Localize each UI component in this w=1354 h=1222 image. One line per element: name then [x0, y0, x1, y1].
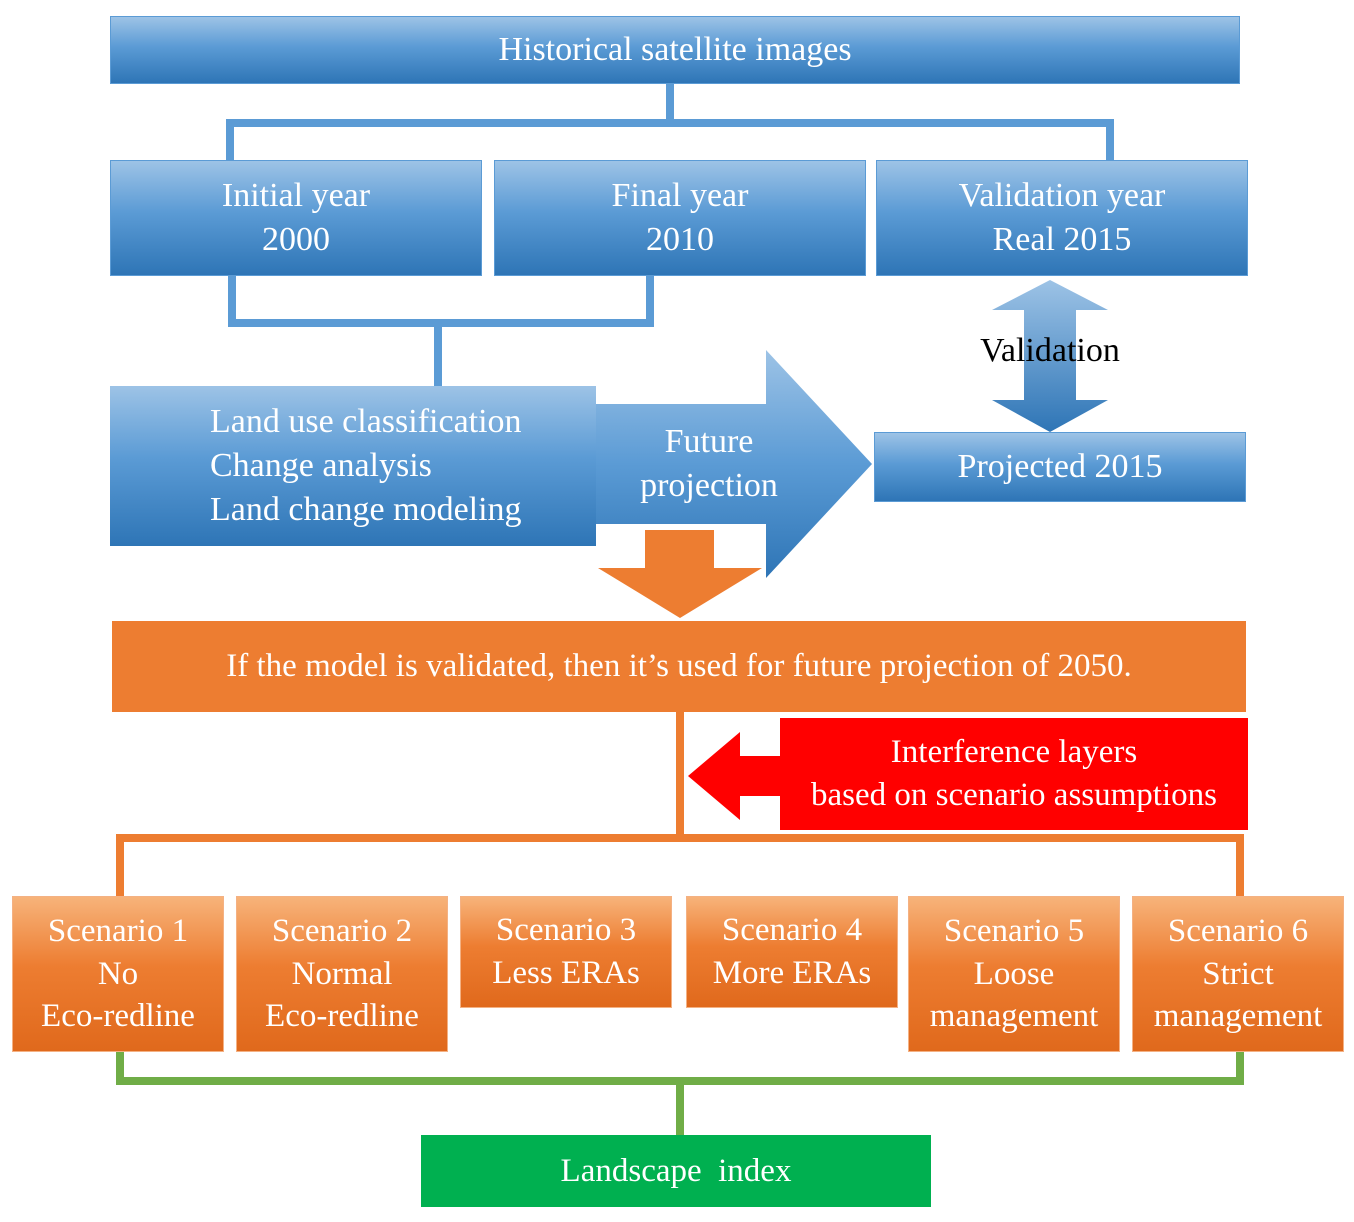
future-projection-arrow: [596, 350, 872, 578]
future-projection-label: Future projection: [604, 420, 814, 508]
orange-down-arrow: [598, 530, 762, 618]
final-year-value: 2010: [646, 221, 714, 258]
validation-year-label: Validation year: [958, 176, 1166, 214]
scenario-6-title: Scenario 6: [1167, 912, 1309, 949]
scenario-5-line-3: management: [929, 998, 1099, 1035]
interference-arrow: [688, 732, 782, 820]
scenario-4-title: Scenario 4: [721, 912, 863, 949]
projected-2015-box: Projected 2015: [874, 432, 1246, 502]
scenario-5-box: Scenario 5 Loose management: [908, 896, 1120, 1052]
scenario-1-title: Scenario 1: [47, 912, 189, 949]
interference-line-1: Interference layers: [890, 734, 1138, 771]
validation-double-arrow: [992, 280, 1108, 432]
scenario-5-title: Scenario 5: [943, 912, 1085, 949]
scenario-4-box: Scenario 4 More ERAs: [686, 896, 898, 1008]
model-validated-label: If the model is validated, then it’s use…: [226, 648, 1132, 685]
modeling-line-3: Land change modeling: [210, 491, 522, 529]
scenario-2-box: Scenario 2 Normal Eco-redline: [236, 896, 448, 1052]
historical-images-box: Historical satellite images: [110, 16, 1240, 84]
scenario-4-line-2: More ERAs: [712, 955, 872, 991]
modeling-line-1: Land use classification: [210, 402, 522, 440]
scenario-2-title: Scenario 2: [271, 912, 413, 949]
final-year-label: Final year: [611, 176, 749, 214]
initial-year-value: 2000: [262, 221, 330, 258]
scenario-6-box: Scenario 6 Strict management: [1132, 896, 1344, 1052]
validation-year-box: Validation year Real 2015: [876, 160, 1248, 276]
landscape-index-box: Landscape index: [421, 1135, 931, 1207]
model-validated-box: If the model is validated, then it’s use…: [112, 621, 1246, 712]
scenario-1-line-3: Eco-redline: [41, 998, 195, 1035]
landscape-branch-lines: [116, 1050, 1244, 1135]
scenario-1-box: Scenario 1 No Eco-redline: [12, 896, 224, 1052]
scenario-2-line-2: Normal: [291, 955, 393, 992]
scenario-2-line-3: Eco-redline: [265, 998, 419, 1035]
scenario-3-box: Scenario 3 Less ERAs: [460, 896, 672, 1008]
final-year-box: Final year 2010: [494, 160, 866, 276]
scenario-3-line-2: Less ERAs: [492, 955, 640, 991]
historical-images-label: Historical satellite images: [498, 30, 852, 68]
modeling-line-2: Change analysis: [210, 446, 432, 484]
scenario-1-line-2: No: [97, 955, 139, 992]
modeling-box: Land use classification Change analysis …: [110, 386, 596, 546]
initial-year-box: Initial year 2000: [110, 160, 482, 276]
interference-line-2: based on scenario assumptions: [810, 777, 1217, 813]
scenario-6-line-2: Strict: [1202, 955, 1274, 992]
projected-2015-label: Projected 2015: [957, 447, 1163, 485]
landscape-index-label: Landscape index: [560, 1152, 792, 1189]
scenario-5-line-2: Loose: [973, 955, 1055, 992]
validation-year-value: Real 2015: [992, 221, 1132, 258]
scenario-6-line-3: management: [1153, 998, 1323, 1035]
scenario-branch-lines: [116, 712, 1244, 896]
initial-year-label: Initial year: [221, 176, 371, 214]
scenario-3-title: Scenario 3: [495, 912, 637, 949]
future-projection-line-1: Future: [664, 423, 754, 460]
top-branch-lines: [226, 84, 1114, 388]
future-projection-line-2: projection: [640, 467, 778, 505]
interference-layers-box: Interference layers based on scenario as…: [780, 718, 1248, 830]
validation-label: Validation: [980, 332, 1120, 369]
